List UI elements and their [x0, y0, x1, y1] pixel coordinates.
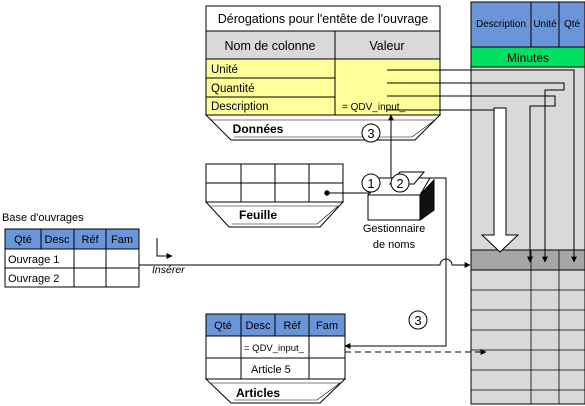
svg-text:Réf: Réf — [81, 234, 99, 246]
row-name-unite: Unité — [211, 64, 238, 76]
svg-text:3: 3 — [414, 313, 421, 328]
svg-text:1: 1 — [367, 176, 374, 191]
articles-table: Qté Desc Réf Fam = QDV_input_ Article 5 … — [204, 313, 347, 404]
article-row-2: Article 5 — [251, 364, 291, 376]
step-badge-3-bottom: 3 — [408, 310, 428, 330]
col-name-header: Nom de colonne — [224, 39, 315, 53]
base-ouvrages-table: Base d'ouvrages Qté Desc Réf Fam Ouvrage… — [2, 212, 140, 288]
svg-text:Fam: Fam — [316, 320, 338, 332]
col-value-header: Valeur — [369, 39, 404, 53]
connector-lines — [139, 69, 577, 355]
step-badge-2: 2 — [390, 173, 410, 193]
base-ouvrages-title: Base d'ouvrages — [2, 212, 84, 224]
derogation-title: Dérogations pour l'entête de l'ouvrage — [218, 12, 429, 26]
svg-text:2: 2 — [396, 176, 403, 191]
ouvrage-1: Ouvrage 1 — [8, 254, 59, 266]
step-badge-3-top: 3 — [361, 123, 381, 143]
svg-text:Qté: Qté — [214, 320, 232, 332]
row-name-quantite: Quantité — [211, 83, 254, 95]
svg-text:Desc: Desc — [44, 234, 70, 246]
minutes-panel: Description Unité Qté Minutes — [470, 1, 585, 405]
svg-text:Unité: Unité — [533, 19, 557, 30]
svg-text:3: 3 — [367, 126, 374, 141]
svg-text:Réf: Réf — [283, 320, 301, 332]
name-manager-label-1: Gestionnaire — [363, 223, 425, 235]
article-row-1: = QDV_input_ — [244, 343, 305, 354]
row-name-description: Description — [211, 101, 269, 113]
insert-label: Insérer — [152, 264, 185, 276]
minutes-band-label: Minutes — [507, 51, 549, 65]
row-value-description: = QDV_input_ — [342, 102, 406, 113]
derogation-table: Dérogations pour l'entête de l'ouvrage N… — [204, 5, 442, 141]
donnees-caption: Données — [233, 122, 284, 136]
svg-text:Qté: Qté — [564, 19, 581, 30]
name-manager-label-2: de noms — [373, 239, 416, 251]
svg-text:Fam: Fam — [111, 234, 133, 246]
svg-text:Qté: Qté — [14, 234, 32, 246]
step-badge-1: 1 — [361, 173, 381, 193]
feuille-sheet: Feuille — [204, 163, 345, 228]
svg-text:Description: Description — [476, 19, 526, 30]
ouvrage-2: Ouvrage 2 — [8, 273, 59, 285]
articles-caption: Articles — [236, 386, 280, 400]
svg-text:Desc: Desc — [245, 320, 271, 332]
feuille-caption: Feuille — [239, 208, 277, 222]
